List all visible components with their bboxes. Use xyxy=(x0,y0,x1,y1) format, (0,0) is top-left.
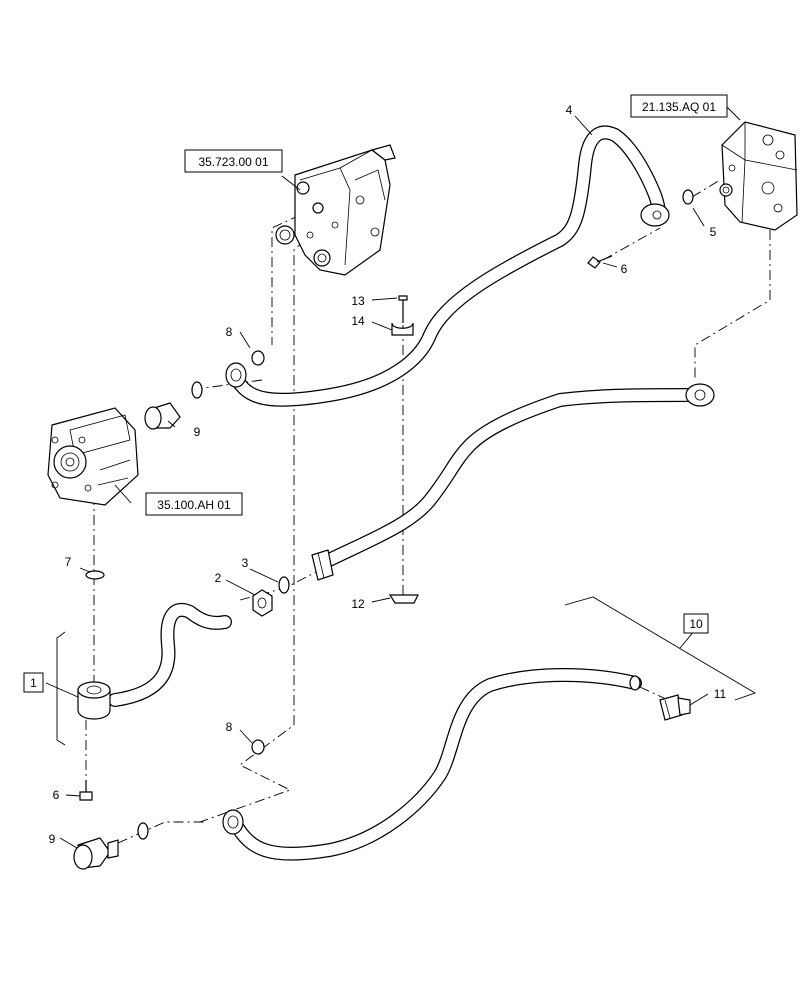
reference-label-35-100: 35.100.AH 01 xyxy=(157,498,231,512)
reference-box-35-723[interactable]: 35.723.00 01 xyxy=(184,149,283,173)
callout-14: 14 xyxy=(351,314,365,328)
callout-1: 1 xyxy=(30,676,37,690)
callout-10: 10 xyxy=(689,617,703,631)
callout-12: 12 xyxy=(351,597,365,611)
group-brackets xyxy=(56,596,757,746)
leader-lines xyxy=(45,105,741,849)
callout-5: 5 xyxy=(710,225,717,239)
pipe-priority-to-fitting xyxy=(311,383,715,581)
reference-box-21-135[interactable]: 21.135.AQ 01 xyxy=(630,94,728,118)
pipe-4 xyxy=(225,125,670,407)
reference-label-21-135: 21.135.AQ 01 xyxy=(642,100,716,114)
callout-8-upper: 8 xyxy=(226,325,233,339)
callout-9-upper: 9 xyxy=(194,425,201,439)
hardware-parts xyxy=(73,189,694,870)
callout-4: 4 xyxy=(566,103,573,117)
pipe-pump-outlet xyxy=(77,602,232,720)
callout-6-upper: 6 xyxy=(621,262,628,276)
hydraulic-pump-icon xyxy=(47,407,139,506)
callout-11: 11 xyxy=(714,687,727,701)
priority-valve-icon xyxy=(719,121,798,231)
callout-numbers: 2 3 4 5 6 6 7 8 8 9 9 11 12 13 14 xyxy=(49,103,727,846)
callout-6-lower: 6 xyxy=(53,788,60,802)
callout-9-lower: 9 xyxy=(49,832,56,846)
control-valve-icon xyxy=(275,144,396,276)
reference-box-35-100[interactable]: 35.100.AH 01 xyxy=(145,492,243,516)
callout-8-lower: 8 xyxy=(226,720,233,734)
callout-3: 3 xyxy=(242,556,249,570)
callout-box-1[interactable]: 1 xyxy=(23,672,44,693)
callout-box-10[interactable]: 10 xyxy=(683,613,709,634)
callout-7: 7 xyxy=(65,555,72,569)
reference-label-35-723: 35.723.00 01 xyxy=(198,155,268,169)
pipe-lower xyxy=(222,667,642,861)
callout-2: 2 xyxy=(215,571,222,585)
callout-13: 13 xyxy=(351,294,365,308)
